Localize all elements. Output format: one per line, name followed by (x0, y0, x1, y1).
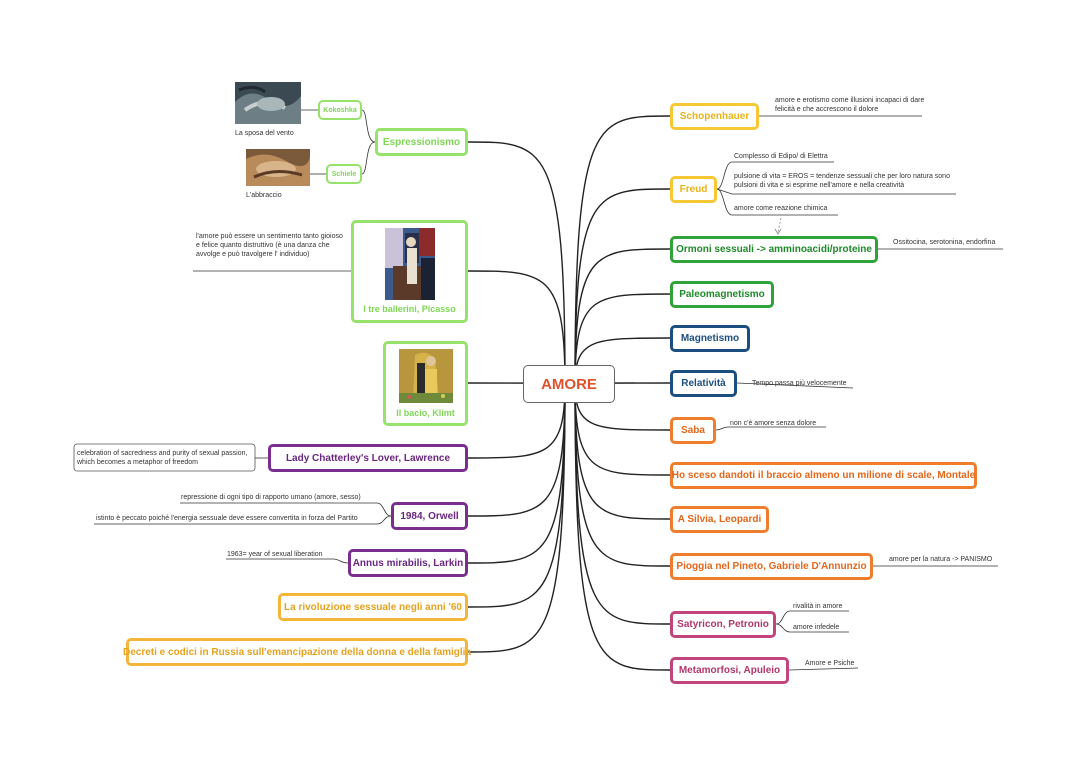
line-larkin (226, 558, 349, 564)
connector-right-11 (574, 383, 671, 671)
line-saba (715, 426, 826, 431)
note-satyricon-rivalita: rivalità in amore (793, 603, 843, 610)
note-satyricon-infedele: amore infedele (793, 624, 840, 631)
central-topic-amore[interactable]: AMORE (523, 365, 615, 403)
note-pioggia: amore per la natura -> PANISMO (889, 556, 993, 563)
line-metamorfosi (788, 667, 859, 671)
note-freud-eros: pulsione di vita = EROS = tendenze sessu… (734, 173, 950, 189)
line-satyricon-2 (775, 623, 849, 633)
schiele-image-caption: L'abbraccio (246, 192, 282, 199)
note-schopenhauer: amore e erotismo come illusioni incapaci… (775, 97, 925, 113)
branch-picasso[interactable]: I tre ballerini, Picasso (351, 220, 468, 323)
kokoshka-painting-image (235, 82, 301, 124)
note-larkin: 1963= year of sexual liberation (227, 551, 323, 558)
connector-kokoshka (361, 109, 376, 143)
sub-branch-schiele[interactable]: Schiele (326, 164, 362, 184)
klimt-caption: Il bacio, Klimt (396, 408, 455, 418)
branch-magnetismo[interactable]: Magnetismo (670, 325, 750, 352)
line-orwell-1 (180, 502, 392, 517)
connector-right-1 (574, 188, 671, 385)
picasso-painting-image (385, 228, 435, 300)
schiele-painting-image (246, 149, 310, 186)
line-freud-1 (716, 161, 834, 190)
branch-dannunzio[interactable]: Pioggia nel Pineto, Gabriele D'Annunzio (670, 553, 873, 580)
connector-left-7 (467, 383, 566, 653)
connector-left-3 (467, 383, 566, 459)
branch-saba[interactable]: Saba (670, 417, 716, 444)
note-saba: non c'è amore senza dolore (730, 420, 817, 427)
connector-left-6 (467, 383, 566, 608)
line-freud-3 (716, 188, 838, 216)
line-satyricon-1 (775, 610, 849, 625)
lawrence-note-frame (73, 443, 256, 472)
branch-petronio[interactable]: Satyricon, Petronio (670, 611, 776, 638)
branch-lawrence[interactable]: Lady Chatterley's Lover, Lawrence (268, 444, 468, 472)
branch-decreti-russia[interactable]: Decreti e codici in Russia sull'emancipa… (123, 638, 471, 666)
connector-left-1 (467, 270, 566, 385)
branch-ormoni[interactable]: Ormoni sessuali -> amminoacidi/proteine (670, 236, 878, 263)
note-metamorfosi: Amore e Psiche (805, 660, 855, 667)
connector-left-5 (467, 383, 566, 564)
connector-right-2 (574, 248, 671, 385)
relation-arrow-head (774, 228, 782, 235)
note-orwell-istinto: istinto è peccato poiché l'energia sessu… (96, 515, 358, 522)
note-freud-chimica: amore come reazione chimica (734, 205, 828, 212)
note-freud-edipo: Complesso di Edipo/ di Elettra (734, 153, 828, 160)
branch-klimt[interactable]: Il bacio, Klimt (383, 341, 468, 426)
connector-right-10 (574, 383, 671, 625)
note-orwell-repressione: repressione di ogni tipo di rapporto uma… (181, 494, 361, 501)
branch-leopardi[interactable]: A Silvia, Leopardi (670, 506, 769, 533)
connector-right-3 (574, 293, 671, 385)
branch-rivoluzione-sessuale[interactable]: La rivoluzione sessuale negli anni '60 (278, 593, 468, 621)
note-relativita: Tempo passa più velocemente (752, 380, 847, 387)
branch-freud[interactable]: Freud (670, 176, 717, 203)
connector-schiele (361, 141, 376, 175)
branch-orwell[interactable]: 1984, Orwell (391, 502, 468, 530)
connector-left-4 (467, 383, 566, 517)
line-orwell-2 (94, 515, 392, 525)
line-freud-2 (716, 188, 956, 195)
note-lawrence: celebration of sacredness and purity of … (77, 450, 248, 466)
branch-schopenhauer[interactable]: Schopenhauer (670, 103, 759, 130)
note-ormoni: Ossitocina, serotonina, endorfina (893, 239, 996, 246)
branch-apuleio[interactable]: Metamorfosi, Apuleio (670, 657, 789, 684)
branch-espressionismo[interactable]: Espressionismo (375, 128, 468, 156)
branch-montale[interactable]: Ho sceso dandoti il braccio almeno un mi… (670, 462, 977, 489)
connector-left-0 (467, 141, 566, 385)
branch-relativita[interactable]: Relatività (670, 370, 737, 397)
connector-right-8 (574, 383, 671, 520)
line-relativita (736, 382, 854, 389)
connector-right-0 (574, 115, 671, 385)
branch-larkin[interactable]: Annus mirabilis, Larkin (348, 549, 468, 577)
note-picasso: l'amore può essere un sentimento tanto g… (196, 233, 343, 258)
picasso-caption: I tre ballerini, Picasso (363, 304, 456, 314)
kokoshka-image-caption: La sposa del vento (235, 130, 294, 137)
sub-branch-kokoshka[interactable]: Kokoshka (318, 100, 362, 120)
klimt-painting-image (399, 349, 453, 403)
branch-paleomagnetismo[interactable]: Paleomagnetismo (670, 281, 774, 308)
